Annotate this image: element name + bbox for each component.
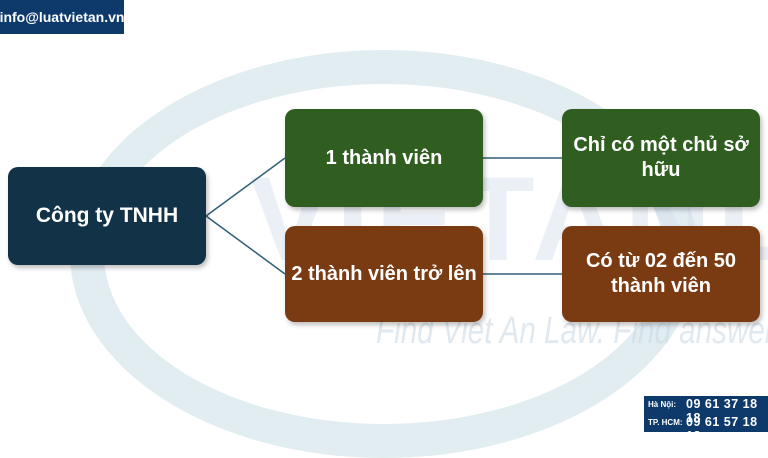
- hcm-label: TP. HCM:: [648, 418, 683, 427]
- connector-root-to-2: [205, 215, 286, 275]
- contact-row-hanoi: Hà Nội: 09 61 37 18 18: [644, 396, 768, 425]
- hcm-phone[interactable]: 09 61 57 18 18: [686, 415, 758, 443]
- detail-node-member-range: Có từ 02 đến 50 thành viên: [562, 226, 760, 322]
- contact-row-hcm: TP. HCM: 09 61 57 18 18: [644, 414, 768, 443]
- root-label: Công ty TNHH: [35, 203, 179, 227]
- branch-node-two-members: 2 thành viên trở lên: [285, 226, 483, 322]
- branch-label: 1 thành viên: [325, 146, 443, 169]
- connector-root-to-1: [205, 157, 286, 217]
- detail-label: Chỉ có một chủ sở hữu: [573, 134, 749, 181]
- contact-box: Hà Nội: 09 61 37 18 18 TP. HCM: 09 61 57…: [644, 396, 768, 443]
- connector-lines: [205, 157, 562, 275]
- email-badge[interactable]: info@luatvietan.vn: [0, 0, 124, 34]
- root-node: Công ty TNHH: [8, 167, 206, 265]
- detail-label: Có từ 02 đến 50 thành viên: [585, 250, 737, 297]
- branch-label: 2 thành viên trở lên: [291, 262, 477, 285]
- detail-node-single-owner: Chỉ có một chủ sở hữu: [562, 109, 760, 207]
- email-text[interactable]: info@luatvietan.vn: [0, 9, 125, 25]
- hanoi-label: Hà Nội:: [648, 400, 676, 409]
- branch-node-one-member: 1 thành viên: [285, 109, 483, 207]
- hanoi-phone[interactable]: 09 61 37 18 18: [686, 397, 758, 425]
